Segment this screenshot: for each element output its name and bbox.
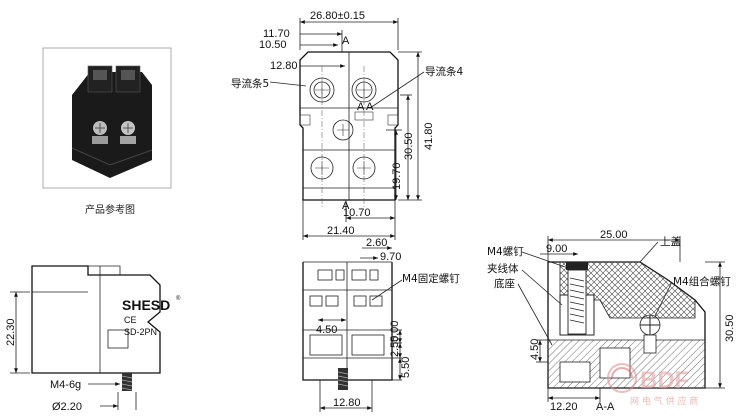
ce-mark: CE: [124, 315, 137, 325]
dim-25-00: 25.00: [600, 229, 628, 241]
callout-m4-fixing-screw: M4固定螺钉: [402, 272, 460, 285]
dim-5-00: 5.00: [389, 321, 401, 342]
dim-diameter-2-20: Ø2.20: [52, 401, 82, 413]
front-view: [302, 246, 403, 412]
callout-base: 底座: [494, 277, 515, 290]
callout-clamp-body: 夹线体: [487, 262, 519, 275]
side-view: [10, 265, 161, 410]
watermark-subtext: 网 电 气 供 应 商: [630, 395, 698, 407]
dim-5-50: 5.50: [400, 357, 412, 378]
dim-2-60: 2.60: [366, 237, 387, 249]
section-view: [517, 236, 725, 402]
dim-12-80-front: 12.80: [333, 397, 361, 409]
dim-26-80: 26.80±0.15: [310, 10, 365, 22]
section-mark-a-top3: A: [366, 101, 374, 113]
top-view: [269, 18, 425, 240]
dim-21-40: 21.40: [327, 225, 355, 237]
dim-19-70: 19.70: [391, 162, 403, 190]
section-mark-a-bottom: A: [342, 200, 350, 212]
callout-flow-strip-4: 导流条4: [425, 65, 463, 78]
dim-m4-6g: M4-6g: [50, 379, 81, 391]
dim-22-30: 22.30: [5, 318, 17, 346]
photo-caption: 产品参考图: [85, 203, 135, 216]
callout-m4-screw: M4螺钉: [487, 246, 524, 258]
dim-2-50: 2.50: [389, 336, 401, 357]
dim-9-00: 9.00: [546, 243, 567, 255]
dim-12-20: 12.20: [550, 401, 578, 413]
model-number: SD-2PN: [124, 327, 157, 337]
dim-4-50-section: 4.50: [529, 339, 541, 360]
watermark-text: BDF: [640, 367, 689, 394]
brand-name: SHESD: [122, 297, 170, 313]
dim-41-80: 41.80: [423, 122, 435, 150]
section-label-a-a: A-A: [596, 401, 615, 413]
dim-10-70: 10.70: [343, 207, 371, 219]
dim-4-50: 4.50: [316, 324, 337, 336]
section-mark-a-top: A: [342, 35, 350, 47]
dim-10-50: 10.50: [259, 39, 287, 51]
callout-upper-cover: 上盖: [660, 235, 681, 248]
dim-30-50-section: 30.50: [724, 314, 736, 342]
dim-11-70: 11.70: [263, 28, 290, 40]
registered-mark: ®: [176, 295, 181, 302]
callout-m4-combo-screw: M4组合螺钉: [673, 275, 731, 288]
product-photo: [42, 47, 172, 189]
dim-12-80: 12.80: [270, 60, 298, 72]
dim-9-70: 9.70: [380, 251, 401, 263]
watermark: [607, 363, 637, 393]
dim-30-50: 30.50: [403, 132, 415, 160]
callout-flow-strip-5: 导流条5: [231, 77, 269, 90]
section-mark-a-top2: A: [357, 101, 365, 113]
